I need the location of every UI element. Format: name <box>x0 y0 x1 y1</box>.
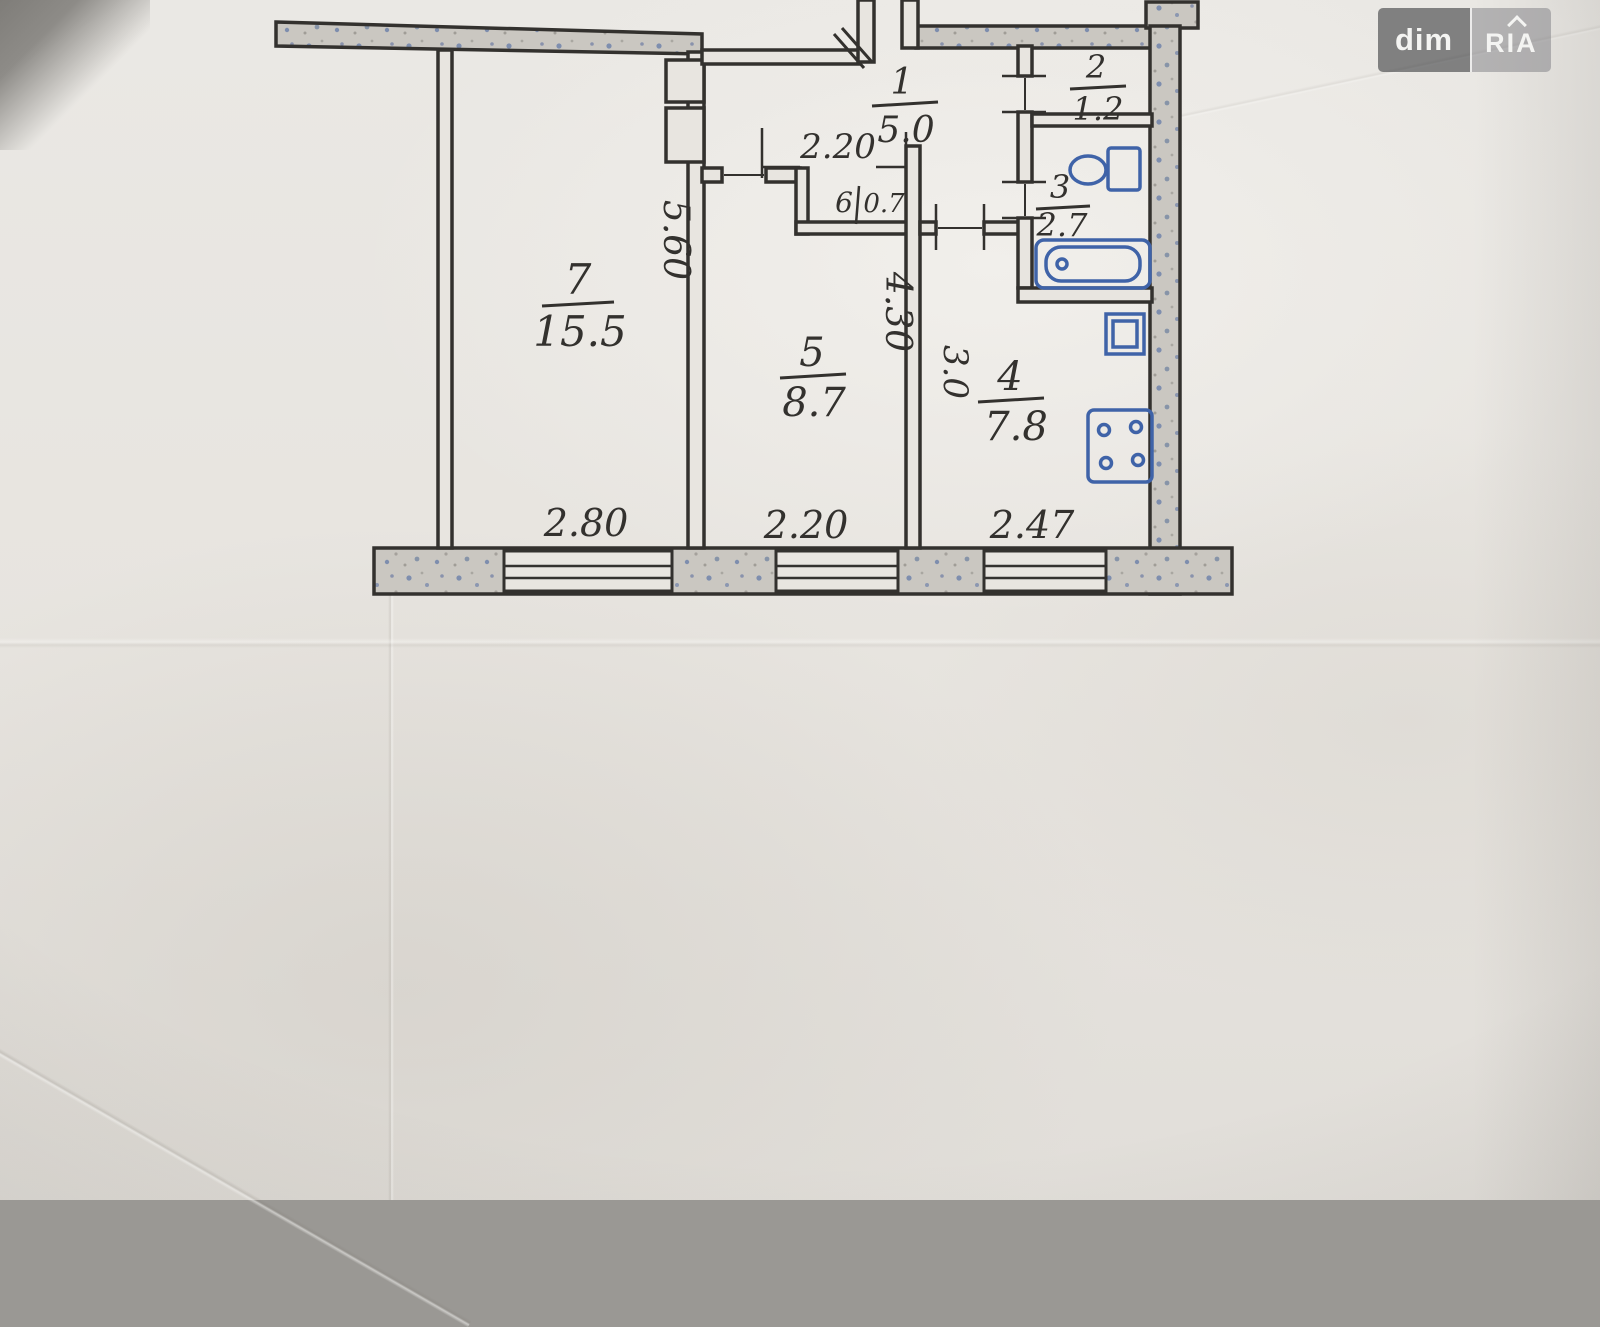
windows <box>502 549 1108 593</box>
room-2-area: 1.2 <box>1073 90 1124 128</box>
watermark-dim-label: dim <box>1378 8 1471 72</box>
room-4-number: 4 <box>996 354 1022 400</box>
dim-kitchen-width: 2.47 <box>989 503 1075 547</box>
room-1-label: 1 5.0 <box>871 62 939 151</box>
entry-door-leaf <box>832 27 874 69</box>
bath-left-wall-c <box>1016 216 1034 290</box>
dim-room7-depth: 5.60 <box>655 200 696 280</box>
watermark-ria-text: RIA <box>1485 27 1538 58</box>
top-right-pier <box>1144 0 1200 30</box>
room-6-area: 0.7 <box>863 189 905 219</box>
room5-top-wall-a <box>700 166 724 184</box>
dim-room5-width: 2.20 <box>763 503 849 547</box>
room-1-number: 1 <box>891 62 914 103</box>
room-4-fraction-line <box>977 396 1045 404</box>
room-7-fraction-line <box>541 300 615 308</box>
dim-kitchen-depth: 3.0 <box>935 345 975 399</box>
flue-upper <box>664 58 706 104</box>
room-2-fraction-line <box>1069 84 1127 91</box>
hall-top-wall <box>700 48 862 66</box>
room-1-area: 5.0 <box>877 110 934 151</box>
watermark-ria-label: RIA <box>1470 8 1551 72</box>
interior-walls <box>436 0 1154 550</box>
dim-room7-width: 2.80 <box>543 501 629 545</box>
room-4-label: 4 7.8 <box>977 354 1048 450</box>
bath-left-wall-a <box>1016 44 1034 78</box>
room-2-label: 2 1.2 <box>1069 48 1127 128</box>
room-3-area: 2.7 <box>1036 206 1089 244</box>
room7-left-wall <box>436 48 454 550</box>
dim-ria-watermark: dim RIA <box>1378 8 1551 72</box>
room-3-number: 3 <box>1050 168 1070 206</box>
room-6-label: 6 0.7 <box>835 185 905 225</box>
balcony-wall <box>274 20 704 56</box>
dim-room5-depth: 4.30 <box>877 271 918 352</box>
room-5-area: 8.7 <box>782 380 846 426</box>
kitchen-top-wall-b <box>982 220 1022 236</box>
closet-bottom-wall <box>794 220 910 236</box>
room-3-fraction-line <box>1035 204 1091 211</box>
stove-icon <box>1086 408 1154 484</box>
bath-bottom-wall <box>1016 286 1154 304</box>
room-5-fraction-line <box>779 372 847 380</box>
room-2-number: 2 <box>1085 48 1106 86</box>
dimension-labels: 2.20 5.60 4.30 3.0 2.80 2.20 2.47 <box>543 127 1075 547</box>
room7-room5-wall <box>686 50 706 550</box>
bathtub-icon <box>1034 238 1152 290</box>
room-5-label: 5 8.7 <box>779 330 847 426</box>
room-7-label: 7 15.5 <box>533 255 627 356</box>
dim-hall-width: 2.20 <box>799 127 876 167</box>
room-6-number: 6 <box>835 186 853 219</box>
dimension-ticks <box>760 74 1046 250</box>
window-room7 <box>502 549 674 593</box>
window-room5 <box>774 549 900 593</box>
window-kitchen <box>982 549 1108 593</box>
paper-corner-shadow <box>0 0 150 150</box>
right-wall <box>1148 24 1182 596</box>
room-1-fraction-line <box>871 100 939 108</box>
room-4-area: 7.8 <box>984 404 1048 450</box>
kitchen-top-wall-a <box>918 220 938 236</box>
toilet-icon <box>1068 146 1142 192</box>
room5-kitchen-wall <box>904 144 922 550</box>
room-7-area: 15.5 <box>533 307 627 356</box>
room-5-number: 5 <box>799 330 824 376</box>
flue-lower <box>664 106 706 164</box>
top-wall <box>914 24 1154 50</box>
room-6-divider-bar <box>854 185 861 225</box>
door-openings <box>724 27 1026 229</box>
floor-plan: 7 15.5 5 8.7 4 7.8 1 5.0 2 <box>274 0 1234 596</box>
bath-left-wall-b <box>1016 110 1034 184</box>
entry-pier-right <box>900 0 920 50</box>
room-7-number: 7 <box>565 255 592 304</box>
entry-pier-left <box>856 0 876 64</box>
wc-bath-wall <box>1030 112 1154 128</box>
room-3-label: 3 2.7 <box>1035 168 1091 244</box>
room-labels: 7 15.5 5 8.7 4 7.8 1 5.0 2 <box>533 48 1127 450</box>
sink-icon <box>1104 312 1146 356</box>
fixtures <box>1034 146 1154 484</box>
